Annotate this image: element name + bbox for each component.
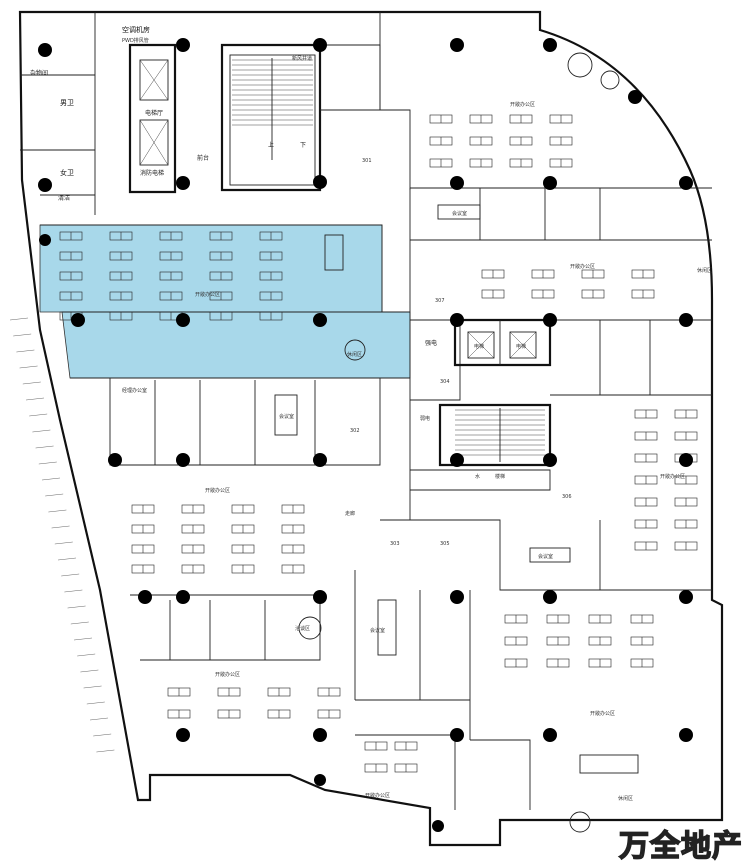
label-meeting-room-3: 会议室 xyxy=(370,627,385,634)
label-female-wc: 女卫 xyxy=(60,168,74,177)
label-open-office-top: 开敞办公区 xyxy=(510,101,535,108)
label-room-307: 307 xyxy=(435,298,445,304)
core-stair xyxy=(455,408,545,462)
dimension-ticks xyxy=(9,317,115,753)
dimension-tick xyxy=(83,685,102,689)
dimension-tick xyxy=(64,589,83,593)
dimension-tick xyxy=(25,397,45,401)
dimension-tick xyxy=(57,557,77,561)
dimension-tick xyxy=(19,365,38,369)
label-room-305: 305 xyxy=(440,541,450,547)
label-open-office-lower-right: 开敞办公区 xyxy=(590,710,615,717)
dimension-tick xyxy=(96,749,115,753)
label-elevator-a: 电梯 xyxy=(474,343,484,350)
label-aircon-room: 空调机房 xyxy=(122,25,150,34)
label-weak-current: 弱电 xyxy=(420,415,430,422)
label-elevator-hall: 电梯厅 xyxy=(145,109,163,117)
label-male-wc: 男卫 xyxy=(60,99,74,107)
dimension-tick xyxy=(70,621,89,625)
label-strong-current: 强电 xyxy=(425,339,437,347)
dimension-tick xyxy=(93,733,112,737)
label-pantry: 水 xyxy=(475,473,480,480)
label-fire-elevator: 消防电梯 xyxy=(140,169,164,177)
label-pantry-top: 新风井道 xyxy=(292,55,312,62)
label-open-office-bottom: 开敞办公区 xyxy=(215,671,240,678)
room-labels: 杂物间 空调机房 PWD排风管 男卫 女卫 清洁 电梯厅 消防电梯 前台 新风井… xyxy=(30,25,712,802)
label-room-301: 301 xyxy=(362,158,372,164)
label-stair-down: 下 xyxy=(300,142,306,149)
label-open-office-left: 开敞办公区 xyxy=(205,487,230,494)
label-discussion: 洽谈区 xyxy=(295,625,310,632)
dimension-tick xyxy=(16,349,35,353)
dimension-tick xyxy=(45,493,64,497)
dimension-tick xyxy=(29,413,48,417)
label-meeting-room-1: 会议室 xyxy=(452,210,467,217)
dimension-tick xyxy=(67,605,86,609)
label-lounge-2: 休闲区 xyxy=(618,795,633,802)
label-open-office-right: 开敞办公区 xyxy=(570,263,595,270)
dimension-tick xyxy=(9,317,29,321)
label-elevator-b: 电梯 xyxy=(516,343,526,350)
label-room-306: 306 xyxy=(562,494,572,500)
label-corridor: 走廊 xyxy=(345,510,355,517)
meeting-tables xyxy=(274,52,639,833)
label-cleaning: 清洁 xyxy=(58,194,70,202)
label-open-office-lower-mid: 开敞办公区 xyxy=(660,473,685,480)
elevator-shafts xyxy=(139,59,537,359)
dimension-tick xyxy=(77,653,96,657)
structural-columns xyxy=(38,38,693,832)
watermark-logo: 万全地产 xyxy=(618,828,743,864)
main-stair xyxy=(229,54,316,186)
label-lounge-3: 休闲区 xyxy=(347,351,362,358)
label-room-304: 304 xyxy=(440,379,450,385)
highlighted-zone xyxy=(39,224,411,379)
label-storage: 杂物间 xyxy=(30,69,48,77)
dimension-tick xyxy=(73,637,93,641)
dimension-tick xyxy=(41,477,61,481)
dimension-tick xyxy=(32,429,51,433)
dimension-tick xyxy=(38,461,57,465)
label-meeting-room-2: 会议室 xyxy=(279,413,294,420)
label-lounge: 休闲区 xyxy=(697,267,712,274)
label-meeting-room-4: 会议室 xyxy=(538,553,553,560)
dimension-tick xyxy=(13,333,32,337)
building-outline xyxy=(18,10,724,847)
dimension-tick xyxy=(48,509,67,513)
label-open-office-bottom-left: 开敞办公区 xyxy=(365,792,390,799)
interior-walls xyxy=(20,12,712,810)
dimension-tick xyxy=(51,525,70,529)
label-front-desk: 前台 xyxy=(197,154,209,162)
label-room-303: 303 xyxy=(390,541,400,547)
dimension-tick xyxy=(61,573,80,577)
dimension-tick xyxy=(80,669,99,673)
dimension-tick xyxy=(89,717,109,721)
label-manager-office: 经理办公室 xyxy=(122,387,147,394)
dimension-tick xyxy=(35,445,54,449)
label-stair-core: 楼梯 xyxy=(495,473,505,480)
label-open-office-mid: 开敞办公区 xyxy=(195,291,220,298)
dimension-tick xyxy=(22,381,41,385)
dimension-tick xyxy=(86,701,105,705)
label-room-302: 302 xyxy=(350,428,360,434)
workstations xyxy=(59,114,698,773)
label-stair-up: 上 xyxy=(268,141,274,149)
dimension-tick xyxy=(54,541,73,545)
label-pipe-well: PWD排风管 xyxy=(122,37,149,44)
